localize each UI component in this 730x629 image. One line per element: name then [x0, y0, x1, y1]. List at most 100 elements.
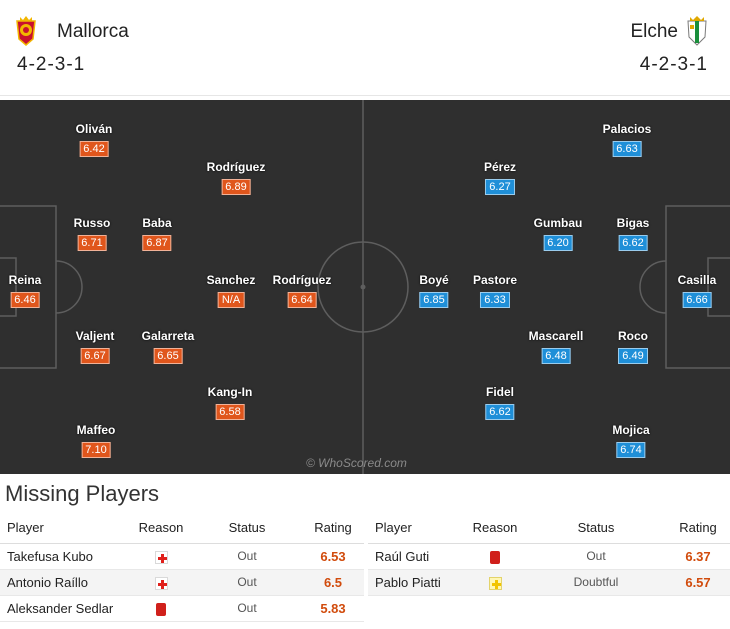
- table-header-row: Player Reason Status Rating: [368, 512, 730, 544]
- home-player[interactable]: Oliván 6.42: [75, 122, 113, 157]
- player-name: Roco: [618, 329, 648, 343]
- player-name: Valjent: [75, 329, 115, 343]
- table-row: Pablo Piatti Doubtful 6.57: [368, 569, 730, 596]
- home-player[interactable]: Maffeo 7.10: [77, 423, 115, 458]
- player-name: Russo: [73, 216, 111, 230]
- away-team-name[interactable]: Elche: [630, 21, 678, 42]
- home-player[interactable]: Russo 6.71: [73, 216, 111, 251]
- column-header-player: Player: [0, 512, 130, 544]
- injury-icon: [154, 576, 168, 590]
- status-cell: Out: [192, 595, 302, 622]
- home-player[interactable]: Galarreta 6.65: [142, 329, 194, 364]
- player-name-cell[interactable]: Raúl Guti: [368, 543, 464, 570]
- status-cell: Doubtful: [526, 569, 666, 596]
- player-rating-badge: 6.65: [153, 348, 183, 364]
- mallorca-crest-icon: [16, 16, 36, 46]
- pitch-lines: [0, 100, 730, 474]
- match-header: Mallorca 4-2-3-1 Elche 4-2-3-1: [0, 0, 730, 96]
- column-header-status: Status: [526, 512, 666, 544]
- home-team-name[interactable]: Mallorca: [57, 21, 129, 42]
- away-player[interactable]: Boyé 6.85: [419, 273, 449, 308]
- player-name: Baba: [142, 216, 172, 230]
- player-rating-badge: 6.64: [287, 292, 317, 308]
- player-name: Boyé: [419, 273, 449, 287]
- player-name-cell[interactable]: Antonio Raíllo: [0, 569, 130, 596]
- home-player[interactable]: Reina 6.46: [8, 273, 42, 308]
- column-header-rating: Rating: [666, 512, 730, 544]
- table-row: Takefusa Kubo Out 6.53: [0, 543, 364, 570]
- player-rating-badge: 6.27: [485, 179, 515, 195]
- player-rating-badge: 6.71: [77, 235, 107, 251]
- player-name-cell[interactable]: Pablo Piatti: [368, 569, 464, 596]
- player-name: Pastore: [472, 273, 518, 287]
- column-header-status: Status: [192, 512, 302, 544]
- home-player[interactable]: Valjent 6.67: [75, 329, 115, 364]
- away-player[interactable]: Palacios 6.63: [602, 122, 652, 157]
- away-formation: 4-2-3-1: [639, 54, 708, 75]
- player-name: Reina: [8, 273, 42, 287]
- rating-cell: 6.37: [666, 543, 730, 570]
- away-player[interactable]: Roco 6.49: [618, 329, 648, 364]
- status-cell: Out: [192, 569, 302, 596]
- player-rating-badge: 6.66: [682, 292, 712, 308]
- red-card-icon: [156, 602, 166, 616]
- status-cell: Out: [192, 543, 302, 570]
- player-name: Gumbau: [533, 216, 583, 230]
- player-name: Pérez: [483, 160, 517, 174]
- watermark: © WhoScored.com: [306, 456, 407, 470]
- pitch: © WhoScored.com Oliván 6.42 Rodríguez 6.…: [0, 100, 730, 474]
- player-name: Fidel: [485, 385, 515, 399]
- away-player[interactable]: Fidel 6.62: [485, 385, 515, 420]
- player-rating-badge: 6.42: [79, 141, 109, 157]
- column-header-reason: Reason: [464, 512, 526, 544]
- rating-cell: 5.83: [302, 595, 364, 622]
- player-name: Rodríguez: [272, 273, 332, 287]
- reason-cell: [130, 595, 192, 622]
- elche-crest-icon: [687, 16, 707, 46]
- home-player[interactable]: Rodríguez 6.64: [272, 273, 332, 308]
- reason-cell: [464, 543, 526, 570]
- home-player[interactable]: Sanchez N/A: [207, 273, 255, 308]
- rating-cell: 6.57: [666, 569, 730, 596]
- player-rating-badge: 6.48: [541, 348, 571, 364]
- missing-players-title: Missing Players: [5, 481, 160, 506]
- player-rating-badge: 6.20: [543, 235, 573, 251]
- player-rating-badge: 6.58: [215, 404, 245, 420]
- player-name-cell[interactable]: Aleksander Sedlar: [0, 595, 130, 622]
- home-formation: 4-2-3-1: [17, 54, 86, 75]
- player-name: Rodríguez: [206, 160, 266, 174]
- table-row: Antonio Raíllo Out 6.5: [0, 569, 364, 596]
- player-name: Casilla: [677, 273, 717, 287]
- player-name: Palacios: [602, 122, 652, 136]
- away-player[interactable]: Pastore 6.33: [473, 273, 517, 308]
- home-missing-table: Player Reason Status Rating Takefusa Kub…: [0, 512, 364, 622]
- player-name-cell[interactable]: Takefusa Kubo: [0, 543, 130, 570]
- player-name: Mojica: [612, 423, 650, 437]
- away-player[interactable]: Casilla 6.66: [677, 273, 717, 308]
- away-player[interactable]: Mascarell 6.48: [529, 329, 583, 364]
- home-player[interactable]: Kang-In 6.58: [208, 385, 252, 420]
- player-name: Oliván: [75, 122, 113, 136]
- reason-cell: [464, 569, 526, 596]
- player-rating-badge: 6.33: [480, 292, 510, 308]
- player-rating-badge: 6.62: [618, 235, 648, 251]
- away-player[interactable]: Bigas 6.62: [617, 216, 649, 251]
- rating-cell: 6.53: [302, 543, 364, 570]
- doubtful-icon: [488, 576, 502, 590]
- away-player[interactable]: Mojica 6.74: [612, 423, 650, 458]
- player-rating-badge: 6.62: [485, 404, 515, 420]
- reason-cell: [130, 543, 192, 570]
- home-player[interactable]: Rodríguez 6.89: [206, 160, 266, 195]
- table-row: Raúl Guti Out 6.37: [368, 543, 730, 570]
- away-player[interactable]: Gumbau 6.20: [533, 216, 583, 251]
- home-player[interactable]: Baba 6.87: [142, 216, 172, 251]
- column-header-reason: Reason: [130, 512, 192, 544]
- away-player[interactable]: Pérez 6.27: [484, 160, 516, 195]
- table-header-row: Player Reason Status Rating: [0, 512, 364, 544]
- player-rating-badge: 6.89: [221, 179, 251, 195]
- reason-cell: [130, 569, 192, 596]
- column-header-player: Player: [368, 512, 464, 544]
- column-header-rating: Rating: [302, 512, 364, 544]
- player-rating-badge: N/A: [217, 292, 245, 308]
- player-rating-badge: 6.49: [618, 348, 648, 364]
